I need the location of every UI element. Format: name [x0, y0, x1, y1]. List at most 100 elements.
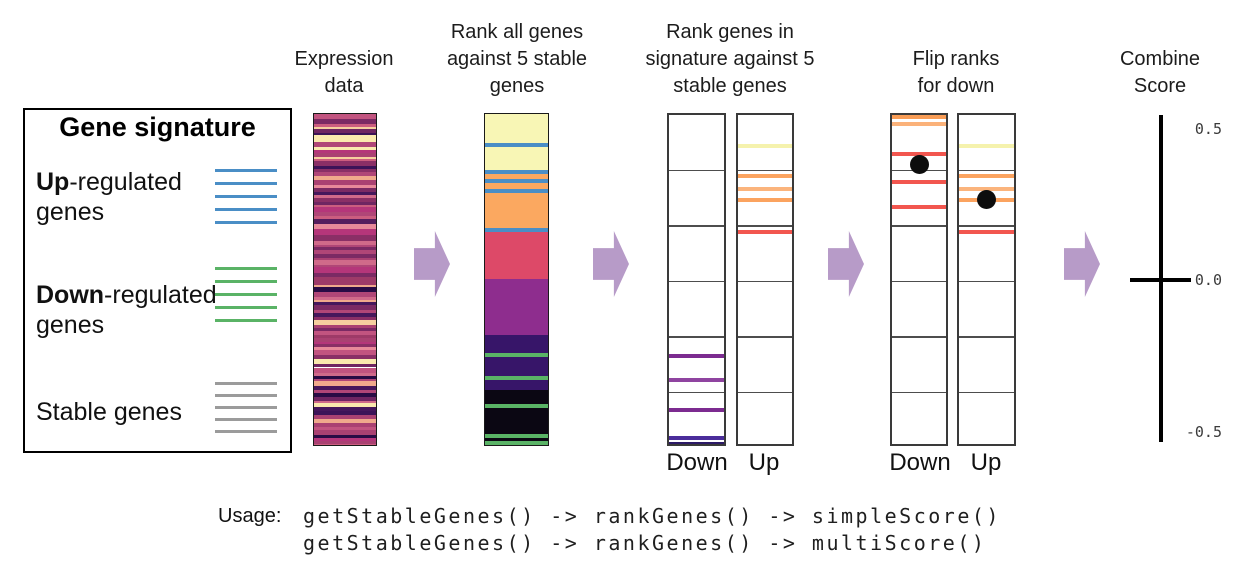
expression-stripe	[314, 320, 376, 325]
expression-stripe	[314, 166, 376, 169]
up-gene-rank-line	[485, 143, 548, 147]
rank-cell-divider	[959, 336, 1014, 338]
expression-stripe	[314, 184, 376, 188]
gene-rank-line	[669, 442, 724, 444]
down-gene-rank-line	[485, 434, 548, 438]
expression-stripe	[314, 375, 376, 379]
expression-stripe	[314, 438, 376, 442]
down-rest: -regulated genes	[36, 281, 217, 339]
expression-stripe	[314, 381, 376, 386]
expression-data-strip	[313, 113, 377, 446]
gene-rank-line	[959, 174, 1014, 178]
expression-stripe	[314, 152, 376, 157]
score-tick-label: 0.0	[1194, 271, 1222, 289]
up-rest: -regulated genes	[36, 168, 182, 226]
down-gene-line	[215, 266, 277, 270]
up-regulated-label: Up-regulated genes	[36, 167, 182, 227]
signature-rank-down-column	[667, 113, 726, 446]
header-expression-data: Expression data	[294, 48, 394, 97]
down-gene-rank-line	[485, 404, 548, 408]
expression-stripe	[314, 232, 376, 236]
down-gene-line	[215, 318, 277, 322]
up-gene-line	[215, 181, 277, 185]
usage-code-line-1: getStableGenes() -> rankGenes() -> simpl…	[303, 504, 1001, 528]
gene-rank-line	[892, 115, 946, 119]
expression-stripe	[314, 244, 376, 247]
stable-gene-line	[215, 417, 277, 421]
signature-rank-up-column	[736, 113, 794, 446]
expression-stripe	[314, 400, 376, 404]
expression-stripe	[314, 370, 376, 373]
expression-stripe	[314, 393, 376, 397]
expression-stripe	[314, 372, 376, 376]
flip-up-label: Up	[970, 449, 1002, 476]
rank-cell-divider	[892, 391, 946, 394]
expression-stripe	[314, 281, 376, 286]
flip-rank-down-column	[890, 113, 948, 446]
expression-stripe	[314, 287, 376, 293]
expression-stripe	[314, 158, 376, 161]
score-tick-label: 0.5	[1194, 119, 1222, 138]
expression-stripe	[314, 219, 376, 225]
expression-stripe	[314, 191, 376, 195]
stable-gene-line	[215, 381, 277, 385]
expression-stripe	[314, 338, 376, 342]
gene-rank-line	[738, 174, 792, 178]
rank-cell-divider	[738, 391, 792, 394]
down-gene-rank-line	[485, 441, 548, 445]
expression-stripe	[314, 411, 376, 415]
rank-cell-divider	[959, 391, 1014, 394]
header-combine-score: Combine Score	[1119, 48, 1201, 97]
expression-stripe	[314, 126, 376, 130]
expression-stripe	[314, 240, 376, 245]
expression-stripe	[314, 292, 376, 297]
flip-down-label: Down	[889, 449, 951, 476]
gene-rank-line	[959, 144, 1014, 148]
rank-cell-divider	[959, 225, 1014, 227]
flow-right-arrow	[414, 231, 450, 297]
down-gene-rank-line	[485, 353, 548, 357]
sig-down-label: Down	[666, 449, 728, 476]
stable-gene-line	[215, 405, 277, 409]
gene-rank-line	[892, 122, 946, 126]
expression-stripe	[314, 123, 376, 127]
rank-band	[485, 114, 548, 170]
rank-cell-divider	[892, 225, 946, 227]
expression-stripe	[314, 264, 376, 267]
up-gene-line	[215, 194, 277, 198]
up-gene-line	[215, 207, 277, 211]
expression-stripe	[314, 334, 376, 339]
flip-rank-up-column	[957, 113, 1016, 446]
expression-stripe	[314, 129, 376, 133]
rank-all-genes-strip	[484, 113, 549, 446]
header-rank-all-genes: Rank all genes against 5 stable genes	[446, 21, 588, 97]
down-gene-line	[215, 279, 277, 283]
up-gene-rank-line	[485, 228, 548, 232]
gene-rank-line	[669, 408, 724, 412]
expression-stripe	[314, 327, 376, 332]
flow-right-arrow	[593, 231, 629, 297]
up-gene-rank-line	[485, 189, 548, 193]
gene-rank-line	[669, 436, 724, 440]
score-hex-marker	[1148, 166, 1175, 195]
expression-stripe	[314, 257, 376, 260]
mean-rank-dot	[909, 154, 929, 174]
gene-rank-line	[959, 230, 1014, 234]
stable-rest: Stable genes	[36, 398, 182, 426]
expression-stripe	[314, 331, 376, 335]
rank-cell-divider	[738, 280, 792, 283]
rank-band	[485, 335, 548, 390]
expression-stripe	[314, 142, 376, 148]
expression-stripe	[314, 324, 376, 328]
expression-stripe	[314, 359, 376, 364]
expression-stripe	[314, 312, 376, 317]
rank-cell-divider	[892, 280, 946, 283]
expression-stripe	[314, 296, 376, 300]
expression-stripe	[314, 443, 376, 445]
sig-up-label: Up	[748, 449, 780, 476]
rank-band	[485, 279, 548, 335]
expression-stripe	[314, 249, 376, 255]
expression-stripe	[314, 216, 376, 220]
score-zero-crossbar	[1130, 278, 1191, 282]
